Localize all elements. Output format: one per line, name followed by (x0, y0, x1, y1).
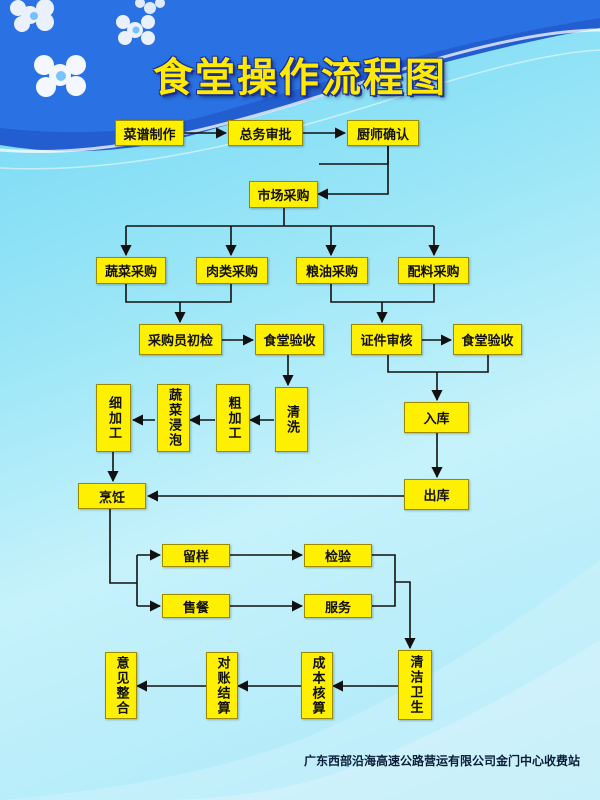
step-fine-processing: 细加工 (96, 384, 131, 452)
footer-organization: 广东西部沿海高速公路营运有限公司金门中心收费站 (303, 754, 580, 768)
step-vegetable-purchase: 蔬菜采购 (96, 257, 166, 284)
step-meal-sales: 售餐 (162, 594, 230, 618)
step-certificate-review: 证件审核 (351, 324, 422, 355)
step-cost-accounting: 成本核算 (301, 652, 333, 719)
step-menu-planning: 菜谱制作 (115, 120, 184, 146)
step-account-settlement: 对账结算 (206, 652, 238, 719)
step-storage-out: 出库 (404, 479, 469, 510)
step-ingredient-purchase: 配料采购 (398, 257, 469, 284)
step-storage-in: 入库 (404, 402, 469, 433)
flower-icon (116, 15, 155, 45)
step-buyer-initial-check: 采购员初检 (139, 324, 222, 355)
page-title: 食堂操作流程图 (153, 55, 447, 101)
step-market-purchase: 市场采购 (249, 181, 318, 208)
step-canteen-acceptance-1: 食堂验收 (255, 324, 324, 355)
step-wash: 清洗 (275, 387, 308, 452)
step-chef-confirm: 厨师确认 (347, 120, 419, 146)
flower-icon (10, 0, 54, 32)
flower-icon (135, 0, 165, 14)
step-cleaning-hygiene: 清洁卫生 (398, 650, 432, 720)
step-canteen-acceptance-2: 食堂验收 (453, 324, 522, 355)
step-inspection: 检验 (304, 544, 372, 567)
step-rough-processing: 粗加工 (216, 384, 250, 452)
step-cooking: 烹饪 (78, 483, 146, 509)
step-feedback-integration: 意见整合 (105, 652, 137, 719)
step-meat-purchase: 肉类采购 (196, 257, 268, 284)
step-general-approval: 总务审批 (228, 120, 303, 146)
flower-icon (34, 55, 86, 97)
step-vegetable-soak: 蔬菜浸泡 (157, 384, 190, 452)
step-keep-sample: 留样 (162, 544, 230, 567)
step-grain-oil-purchase: 粮油采购 (296, 257, 368, 284)
step-service: 服务 (304, 594, 372, 618)
